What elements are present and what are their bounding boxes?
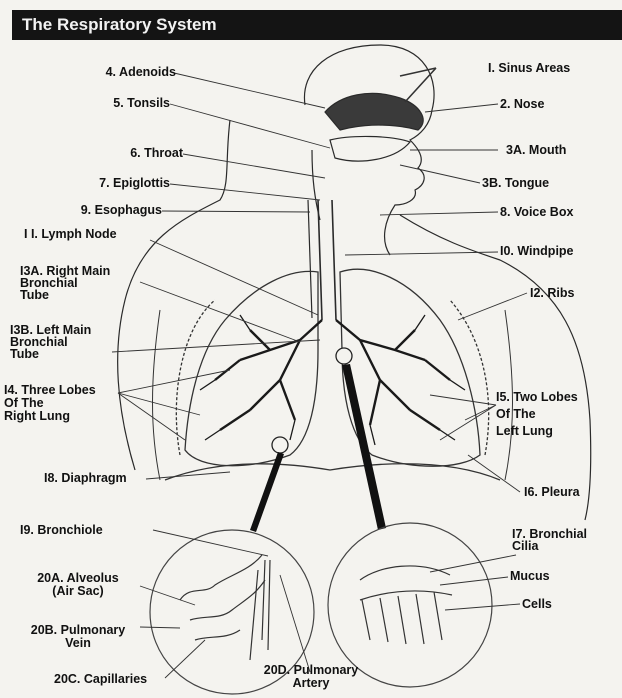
label-capillaries: 20C. Capillaries <box>54 673 147 686</box>
diaphragm <box>165 464 500 480</box>
label-nose: 2. Nose <box>500 98 544 111</box>
label-three-lobes-right-lung: I4. Three Lobes Of The Right Lung <box>4 384 96 423</box>
esophagus <box>308 200 312 318</box>
label-tongue: 3B. Tongue <box>482 177 549 190</box>
label-bronchiole: I9. Bronchiole <box>20 524 103 537</box>
alveolus-cluster <box>180 555 265 640</box>
cilia-cells <box>360 566 452 644</box>
bronchiole-origin <box>272 437 288 453</box>
label-throat: 6. Throat <box>66 147 183 160</box>
label-epiglottis: 7. Epiglottis <box>66 177 170 190</box>
label-two-lobes-left-lung: I5. Two Lobes Of The Left Lung <box>496 389 578 440</box>
label-ribs: I2. Ribs <box>530 287 574 300</box>
right-main-bronchus <box>215 320 322 430</box>
label-tonsils: 5. Tonsils <box>66 97 170 110</box>
label-pulmonary-vein: 20B. Pulmonary Vein <box>16 624 140 650</box>
right-beam <box>342 364 386 530</box>
windpipe <box>318 200 336 320</box>
label-pulmonary-artery: 20D. Pulmonary Artery <box>256 664 366 690</box>
right-lung <box>185 271 318 465</box>
label-diaphragm: I8. Diaphragm <box>44 472 127 485</box>
label-bronchial-cilia: I7. Bronchial Cilia <box>512 528 587 552</box>
label-left-main-bronchial-tube: I3B. Left Main Bronchial Tube <box>10 324 91 360</box>
label-sinus-areas: I. Sinus Areas <box>488 62 570 75</box>
label-cells: Cells <box>522 598 552 611</box>
label-windpipe: I0. Windpipe <box>500 245 574 258</box>
bronchi-twigs <box>200 315 465 445</box>
lymph-node <box>336 348 352 364</box>
label-esophagus: 9. Esophagus <box>40 204 162 217</box>
label-mucus: Mucus <box>510 570 550 583</box>
label-mouth: 3A. Mouth <box>506 144 566 157</box>
ribcage <box>153 310 513 480</box>
label-pleura: I6. Pleura <box>524 486 580 499</box>
label-right-main-bronchial-tube: I3A. Right Main Bronchial Tube <box>20 265 110 301</box>
capillary-lines <box>250 560 270 660</box>
mouth-cavity <box>330 136 410 161</box>
label-voice-box: 8. Voice Box <box>500 206 573 219</box>
label-alveolus: 20A. Alveolus (Air Sac) <box>20 572 136 598</box>
label-lymph-node: I I. Lymph Node <box>24 228 117 241</box>
label-adenoids: 4. Adenoids <box>66 66 176 79</box>
